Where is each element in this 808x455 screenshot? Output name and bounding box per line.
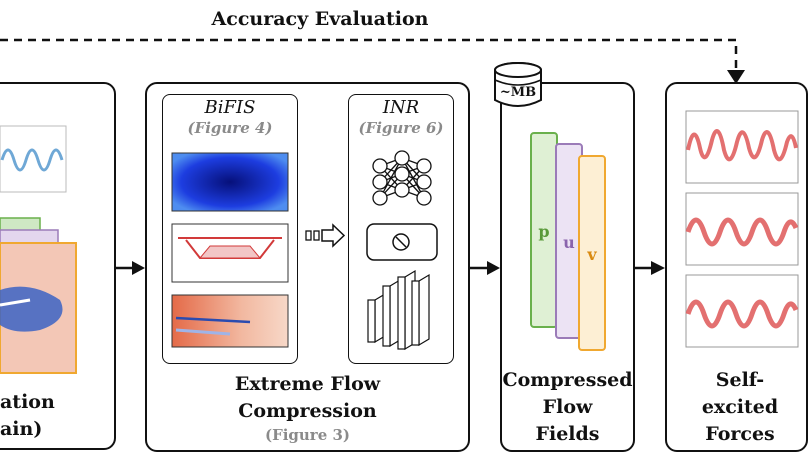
inr-title: INR [382,97,420,118]
compressed-title-line2: Flow [542,396,593,418]
compressed-stage-title: Compressed Flow Fields [500,367,635,448]
inr-figure-ref: (Figure 6) [358,119,444,137]
forces-title-line2: excited [701,396,779,418]
compression-stage-title: Extreme Flow Compression [145,371,470,425]
compression-figure-ref: (Figure 3) [264,426,351,444]
force-plot-1 [685,110,799,184]
inr-heading: INR (Figure 6) [348,98,454,138]
forces-stage-title: Self- excited Forces [672,367,808,448]
flow-card-u-label: u [563,233,575,252]
simulation-preview [0,125,77,374]
activation-function-icon [366,223,438,261]
forces-title-line1: Self- [715,369,765,391]
compressed-title-line1: Compressed [502,369,633,391]
signal-wave [0,148,64,172]
compression-title-line1: Extreme Flow [234,373,381,395]
feedback-arrowhead [727,70,745,84]
bifis-figure-ref: (Figure 4) [187,119,273,137]
neural-network-icon [372,150,432,206]
force-plot-3 [685,274,799,348]
bifis-title: BiFIS [204,97,256,118]
flow-card-v-label: v [587,245,597,264]
force-plot-2 [685,192,799,266]
forces-title-line3: Forces [705,423,775,445]
arrowhead-3 [651,261,665,275]
storage-size-label: ~MB [499,85,537,100]
compression-title-line2: Compression [238,400,377,422]
simulation-stage-title: ation ain) [0,389,55,443]
bifis-heading: BiFIS (Figure 4) [162,98,298,138]
flow-card-v: v [578,155,606,351]
conv-layers-icon [367,269,430,351]
arrowhead-2 [487,261,500,275]
accuracy-evaluation-label: Accuracy Evaluation [211,8,429,30]
simulation-title-line2: ain) [0,418,43,440]
compressed-title-line3: Fields [535,423,600,445]
simulation-title-line1: ation [0,391,55,413]
bifis-field-image-1 [171,152,289,212]
flow-card-p-label: p [538,222,550,241]
arrowhead-1 [132,261,145,275]
accuracy-feedback-arrow [0,38,738,72]
